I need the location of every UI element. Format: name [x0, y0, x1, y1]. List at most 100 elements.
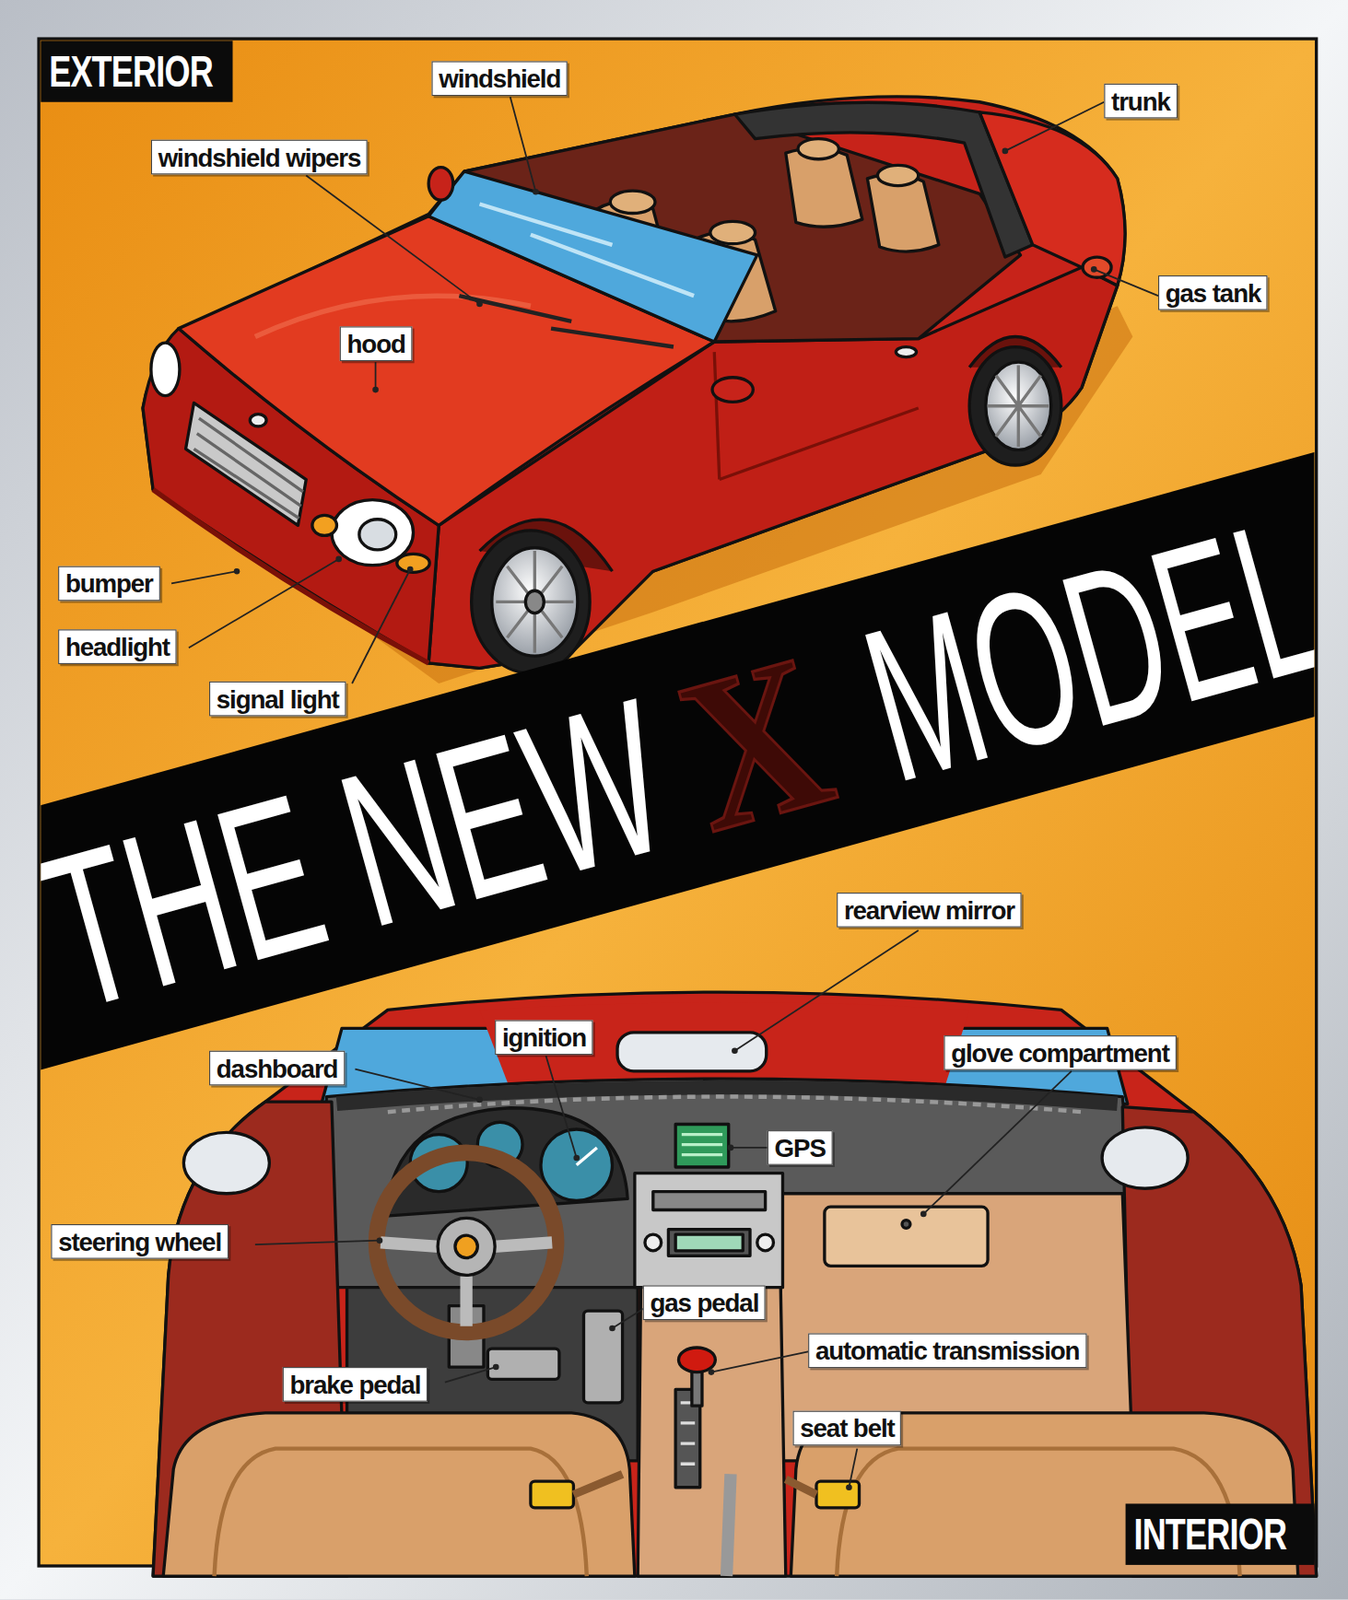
car-interior-part	[680, 1403, 696, 1465]
car-exterior-part	[480, 203, 695, 296]
car-exterior-part	[609, 190, 656, 213]
car-exterior-part	[714, 351, 918, 480]
car-exterior-part	[428, 167, 454, 200]
car-exterior-part	[151, 342, 180, 397]
section-heading-box: INTERIOR	[1125, 1503, 1315, 1565]
leader-lines-part	[510, 96, 537, 192]
car-exterior-part	[987, 364, 1049, 447]
leader-lines-part	[255, 1241, 380, 1245]
leader-dots-part	[708, 1369, 716, 1376]
leader-dots-part	[727, 1145, 735, 1152]
car-interior-part	[1101, 1127, 1188, 1189]
car-interior-part	[726, 1474, 731, 1577]
car-interior-part	[816, 1481, 860, 1509]
part-label: automatic transmission	[808, 1334, 1087, 1370]
leader-lines-part	[375, 362, 377, 390]
leader-lines-part	[305, 175, 480, 305]
car-interior-part	[573, 1474, 817, 1495]
leader-dots-part	[476, 1097, 483, 1104]
car-exterior-part	[492, 548, 578, 657]
leader-dots-part	[407, 566, 414, 574]
part-label: bumper	[58, 566, 160, 602]
part-label: brake pedal	[282, 1367, 428, 1403]
part-label: ignition	[494, 1020, 594, 1056]
car-interior-part	[336, 1088, 1117, 1105]
part-label: signal light	[209, 681, 346, 717]
part-label: glove compartment	[943, 1035, 1176, 1071]
car-interior-part	[637, 1288, 786, 1577]
car-interior-part	[644, 1234, 662, 1252]
leader-lines-part	[848, 1449, 857, 1489]
leader-lines-part	[730, 1147, 768, 1149]
car-exterior-part	[152, 490, 429, 664]
part-label: steering wheel	[50, 1224, 228, 1260]
car-interior-part	[617, 1032, 767, 1072]
leader-lines-part	[923, 1071, 1072, 1215]
car-interior-part	[681, 1135, 723, 1156]
leader-lines-part	[351, 569, 411, 684]
leader-lines-part	[1093, 269, 1159, 296]
part-label: windshield wipers	[151, 140, 368, 176]
car-exterior-part	[525, 590, 544, 613]
part-label: seat belt	[793, 1411, 903, 1447]
title-band: THE NEWXMODEL	[0, 447, 1348, 1076]
model-letter: X	[660, 620, 849, 868]
car-interior-part	[675, 1234, 743, 1252]
car-exterior-part	[312, 515, 338, 536]
car-interior-part	[183, 1132, 270, 1194]
car-interior-part	[757, 1234, 774, 1252]
part-label: headlight	[58, 629, 177, 665]
part-label: GPS	[767, 1130, 833, 1166]
leader-dots-part	[573, 1155, 580, 1162]
car-interior-part	[480, 1002, 971, 1091]
section-heading: INTERIOR	[1133, 1510, 1287, 1559]
leader-lines-part	[711, 1351, 809, 1372]
car-interior-part	[376, 1152, 557, 1333]
part-label: gas tank	[1158, 275, 1268, 311]
car-interior-part	[530, 1481, 575, 1509]
car-exterior-part	[397, 553, 430, 573]
leader-lines-part	[171, 571, 237, 584]
car-interior-part	[668, 1230, 751, 1257]
part-label: windshield	[431, 60, 568, 96]
part-label: dashboard	[209, 1051, 345, 1087]
car-exterior-part	[895, 347, 916, 358]
car-exterior-part	[495, 550, 574, 654]
car-exterior-part	[249, 414, 267, 427]
part-label: rearview mirror	[836, 892, 1022, 928]
leader-dots-part	[532, 188, 540, 196]
car-exterior-part	[471, 530, 590, 674]
car-exterior-part	[797, 139, 839, 160]
car-interior-part	[678, 1348, 716, 1373]
leader-dots-part	[1090, 266, 1098, 273]
car-exterior-part	[877, 164, 918, 186]
title-text: THE NEW	[23, 665, 687, 1044]
leader-dots-part	[1002, 148, 1009, 155]
car-interior-part	[902, 1220, 911, 1230]
part-label: trunk	[1103, 83, 1177, 119]
car-interior-part	[214, 1449, 587, 1577]
part-label: hood	[339, 326, 413, 362]
car-interior-part	[824, 1207, 988, 1266]
car-exterior-part	[712, 377, 753, 403]
car-exterior-part	[428, 171, 758, 342]
car-interior-part	[152, 992, 1317, 1577]
leader-dots-part	[335, 556, 342, 563]
leader-lines-part	[445, 1367, 496, 1384]
car-exterior-part	[985, 362, 1052, 450]
car-exterior-part	[186, 402, 307, 526]
leader-dots-part	[609, 1325, 616, 1333]
section-heading-box: EXTERIOR	[40, 40, 233, 102]
car-interior	[152, 992, 1317, 1577]
leader-dots-part	[920, 1211, 927, 1219]
part-label: gas pedal	[643, 1285, 766, 1321]
car-interior-part	[653, 1192, 766, 1211]
title-text: MODEL	[845, 483, 1341, 817]
leader-lines-part	[1005, 102, 1104, 152]
car-exterior-part	[710, 221, 756, 244]
car-interior-part	[675, 1124, 729, 1168]
car-exterior-part	[193, 418, 304, 519]
leader-lines-part	[354, 1069, 480, 1101]
leader-dots-part	[376, 1237, 384, 1244]
